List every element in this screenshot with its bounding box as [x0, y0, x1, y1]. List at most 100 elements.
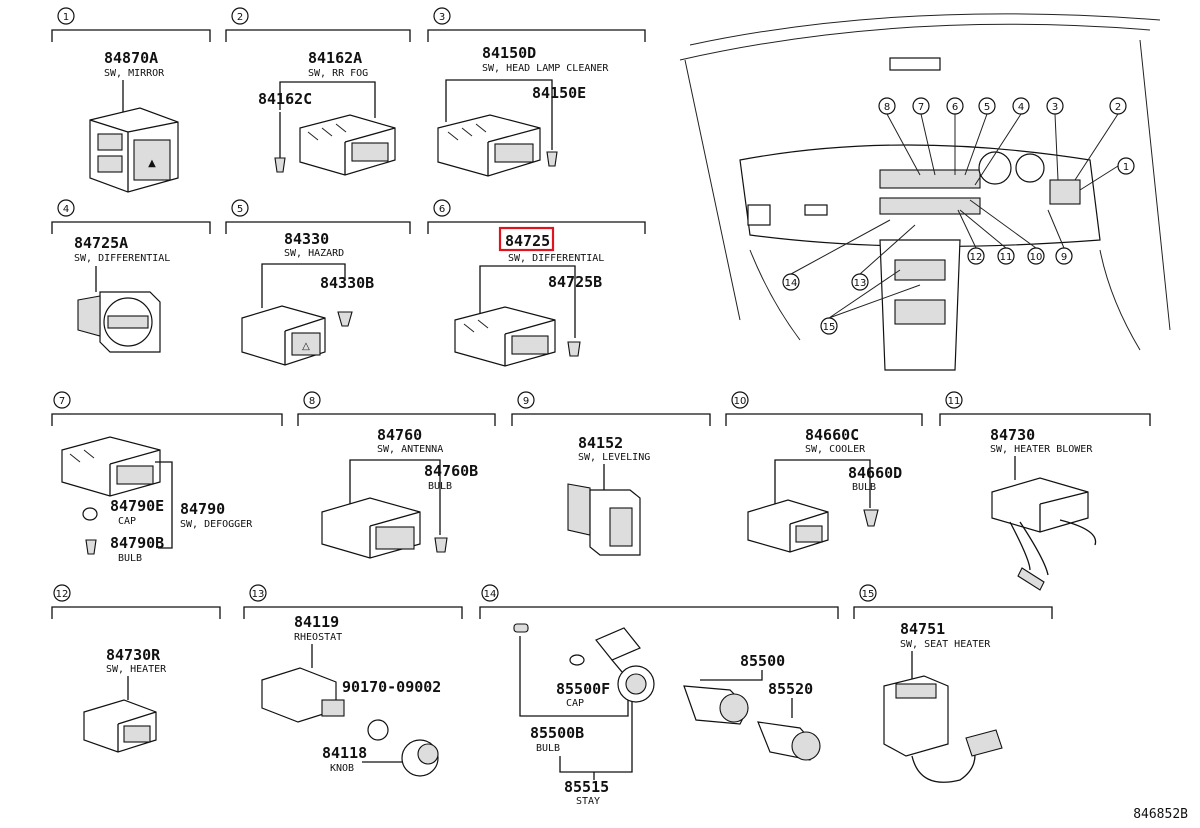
svg-text:SW, DIFFERENTIAL: SW, DIFFERENTIAL	[508, 253, 604, 264]
bulb-icon	[863, 509, 879, 527]
svg-text:2: 2	[1115, 102, 1121, 113]
part-84870A[interactable]: 84870A	[104, 49, 158, 67]
part-84660D[interactable]: 84660D	[848, 464, 902, 482]
section-8[interactable]: 8 84760 SW, ANTENNA 84760B BULB	[297, 391, 496, 559]
lighter-stay-icon	[595, 627, 655, 703]
section-15[interactable]: 15 84751 SW, SEAT HEATER	[853, 584, 1053, 783]
svg-text:9: 9	[1061, 252, 1067, 263]
part-84162A[interactable]: 84162A	[308, 49, 362, 67]
cap-icon	[82, 507, 98, 521]
svg-text:▲: ▲	[148, 158, 156, 169]
section-5[interactable]: 5 84330 SW, HAZARD 84330B △	[225, 199, 411, 366]
svg-text:8: 8	[884, 102, 890, 113]
dashboard-callouts: 8 7 6 5 4 3 2 1 9 10 11 12 13 14 15	[782, 97, 1135, 335]
svg-text:14: 14	[785, 278, 798, 289]
connector-icon	[965, 729, 1003, 757]
part-84760[interactable]: 84760	[377, 426, 422, 444]
part-84152[interactable]: 84152	[578, 434, 623, 452]
part-84119[interactable]: 84119	[294, 613, 339, 631]
part-85515[interactable]: 85515	[564, 778, 609, 796]
part-84730[interactable]: 84730	[990, 426, 1035, 444]
svg-text:CAP: CAP	[566, 698, 584, 709]
svg-text:SW, ANTENNA: SW, ANTENNA	[377, 444, 443, 455]
section-3[interactable]: 3 84150D SW, HEAD LAMP CLEANER 84150E	[427, 7, 646, 177]
part-84725A[interactable]: 84725A	[74, 234, 128, 252]
differential-switch-icon	[454, 306, 556, 367]
svg-text:BULB: BULB	[118, 553, 142, 564]
svg-text:11: 11	[1000, 252, 1013, 263]
svg-text:SW, DEFOGGER: SW, DEFOGGER	[180, 519, 253, 530]
bulb-icon	[85, 539, 97, 555]
part-85500B[interactable]: 85500B	[530, 724, 584, 742]
svg-text:7: 7	[918, 102, 924, 113]
section-9[interactable]: 9 84152 SW, LEVELING	[511, 391, 711, 556]
svg-text:5: 5	[237, 204, 243, 215]
part-84760B[interactable]: 84760B	[424, 462, 478, 480]
section-13[interactable]: 13 84119 RHEOSTAT 90170-09002 84118 KNOB	[243, 584, 463, 777]
part-85500[interactable]: 85500	[740, 652, 785, 670]
antenna-switch-icon	[321, 497, 421, 559]
part-84118[interactable]: 84118	[322, 744, 367, 762]
heater-blower-switch-icon	[991, 477, 1097, 591]
part-84725[interactable]: 84725	[505, 232, 550, 250]
svg-text:KNOB: KNOB	[330, 763, 354, 774]
hazard-switch-icon: △	[241, 305, 326, 366]
part-84150D[interactable]: 84150D	[482, 44, 536, 62]
svg-text:9: 9	[523, 396, 529, 407]
part-90170-09002[interactable]: 90170-09002	[342, 678, 441, 696]
svg-text:10: 10	[734, 396, 747, 407]
bulb-icon	[274, 157, 286, 173]
connector-icon	[1017, 567, 1045, 591]
part-84790E[interactable]: 84790E	[110, 497, 164, 515]
diagram-id: 846852B	[1133, 807, 1188, 822]
section-6[interactable]: 6 84725 SW, DIFFERENTIAL 84725B	[427, 199, 646, 367]
part-84162C[interactable]: 84162C	[258, 90, 312, 108]
svg-text:10: 10	[1030, 252, 1043, 263]
knob-icon	[401, 739, 439, 777]
section-11[interactable]: 11 84730 SW, HEATER BLOWER	[939, 391, 1151, 591]
svg-text:SW, COOLER: SW, COOLER	[805, 444, 866, 455]
part-84330B[interactable]: 84330B	[320, 274, 374, 292]
svg-text:△: △	[302, 341, 310, 352]
svg-text:1: 1	[1123, 162, 1129, 173]
cap-icon	[569, 654, 585, 666]
svg-text:STAY: STAY	[576, 796, 600, 807]
svg-text:SW, HEATER: SW, HEATER	[106, 664, 167, 675]
heater-switch-icon	[83, 699, 157, 753]
svg-text:CAP: CAP	[118, 516, 136, 527]
svg-text:BULB: BULB	[536, 743, 560, 754]
section-4[interactable]: 4 84725A SW, DIFFERENTIAL	[51, 199, 211, 353]
svg-text:4: 4	[1018, 102, 1024, 113]
part-84730R[interactable]: 84730R	[106, 646, 161, 664]
bulb-icon	[567, 341, 581, 357]
svg-text:3: 3	[439, 12, 445, 23]
section-12[interactable]: 12 84730R SW, HEATER	[51, 584, 221, 753]
rheostat-icon	[261, 667, 345, 723]
section-7[interactable]: 7 84790E CAP 84790 SW, DEFOGGER 84790B B…	[51, 391, 283, 564]
part-84660C[interactable]: 84660C	[805, 426, 859, 444]
part-85500F[interactable]: 85500F	[556, 680, 610, 698]
bulb-icon	[546, 151, 558, 167]
part-84725B[interactable]: 84725B	[548, 273, 602, 291]
part-84751[interactable]: 84751	[900, 620, 945, 638]
section-1[interactable]: 1 84870A SW, MIRROR ▲	[51, 7, 211, 193]
svg-text:SW, LEVELING: SW, LEVELING	[578, 452, 650, 463]
svg-text:11: 11	[948, 396, 961, 407]
svg-text:13: 13	[854, 278, 867, 289]
part-85520[interactable]: 85520	[768, 680, 813, 698]
svg-text:6: 6	[952, 102, 958, 113]
section-14[interactable]: 14 85500F CAP 85500B BULB 85515 STAY 855…	[479, 584, 839, 807]
part-84790[interactable]: 84790	[180, 500, 225, 518]
part-84790B[interactable]: 84790B	[110, 534, 164, 552]
dashboard-overview	[679, 13, 1171, 371]
section-10[interactable]: 10 84660C SW, COOLER 84660D BULB	[725, 391, 923, 553]
cigarette-lighter-icon	[683, 685, 821, 761]
part-84150E[interactable]: 84150E	[532, 84, 586, 102]
section-2[interactable]: 2 84162A SW, RR FOG 84162C	[225, 7, 411, 176]
svg-text:BULB: BULB	[428, 481, 452, 492]
svg-text:3: 3	[1052, 102, 1058, 113]
bulb-icon	[434, 537, 448, 553]
svg-text:SW, HEATER BLOWER: SW, HEATER BLOWER	[990, 444, 1093, 455]
part-84330[interactable]: 84330	[284, 230, 329, 248]
